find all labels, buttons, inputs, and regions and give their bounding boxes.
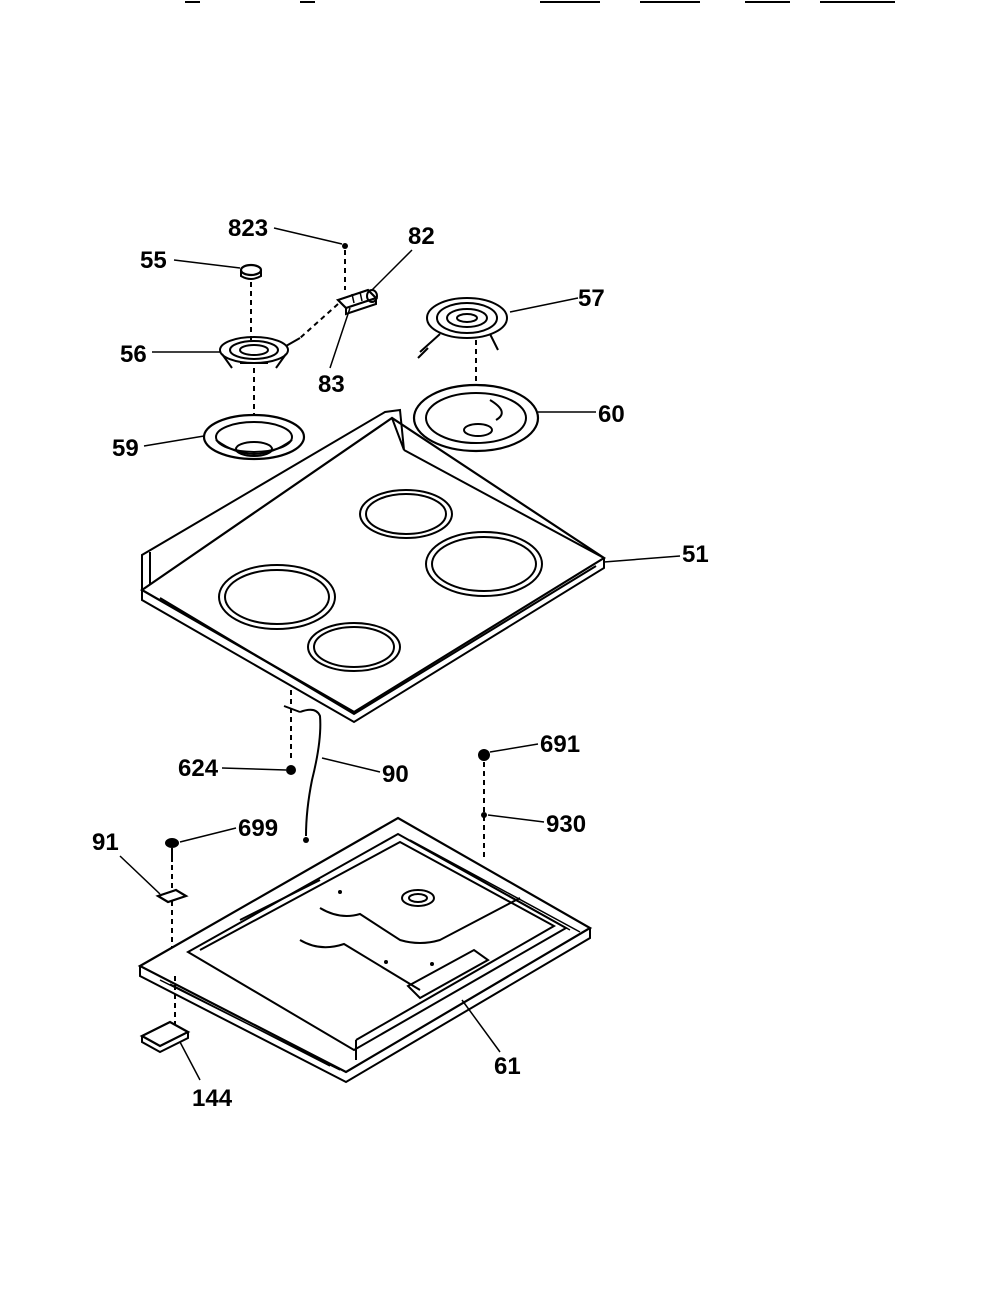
label-624: 624: [178, 755, 219, 782]
part-691-screw: [478, 749, 490, 860]
part-699-screw: [165, 838, 179, 950]
label-57: 57: [578, 285, 605, 312]
part-82-terminal-block: [299, 288, 379, 339]
part-624-screw: [286, 690, 296, 775]
part-144-bracket: [139, 976, 191, 1054]
leader-lines: [119, 227, 681, 1081]
label-82: 82: [408, 223, 435, 250]
part-91-clip: [155, 888, 189, 904]
label-144: 144: [192, 1085, 233, 1112]
label-930: 930: [546, 811, 586, 838]
part-61-burner-box: [137, 816, 593, 1084]
label-699: 699: [238, 815, 278, 842]
label-691: 691: [540, 731, 580, 758]
label-55: 55: [140, 247, 167, 274]
part-57-large-coil-element: [417, 297, 508, 392]
part-51-cooktop: [139, 408, 607, 724]
callout-labels: 823 82 55 57 56 83 60 59 51 691 624 90 9…: [92, 215, 709, 1112]
label-83: 83: [318, 371, 345, 398]
part-55-cap: [239, 263, 263, 340]
part-56-small-coil-element: [219, 336, 301, 420]
part-59-small-drip-bowl: [202, 413, 306, 461]
label-59: 59: [112, 435, 139, 462]
part-60-large-drip-bowl: [412, 383, 540, 453]
label-56: 56: [120, 341, 147, 368]
label-61: 61: [494, 1053, 521, 1080]
label-823: 823: [228, 215, 268, 242]
label-90: 90: [382, 761, 409, 788]
label-51: 51: [682, 541, 709, 568]
label-91: 91: [92, 829, 119, 856]
label-60: 60: [598, 401, 625, 428]
part-90-wire: [283, 705, 322, 843]
part-823-screw: [342, 243, 348, 290]
